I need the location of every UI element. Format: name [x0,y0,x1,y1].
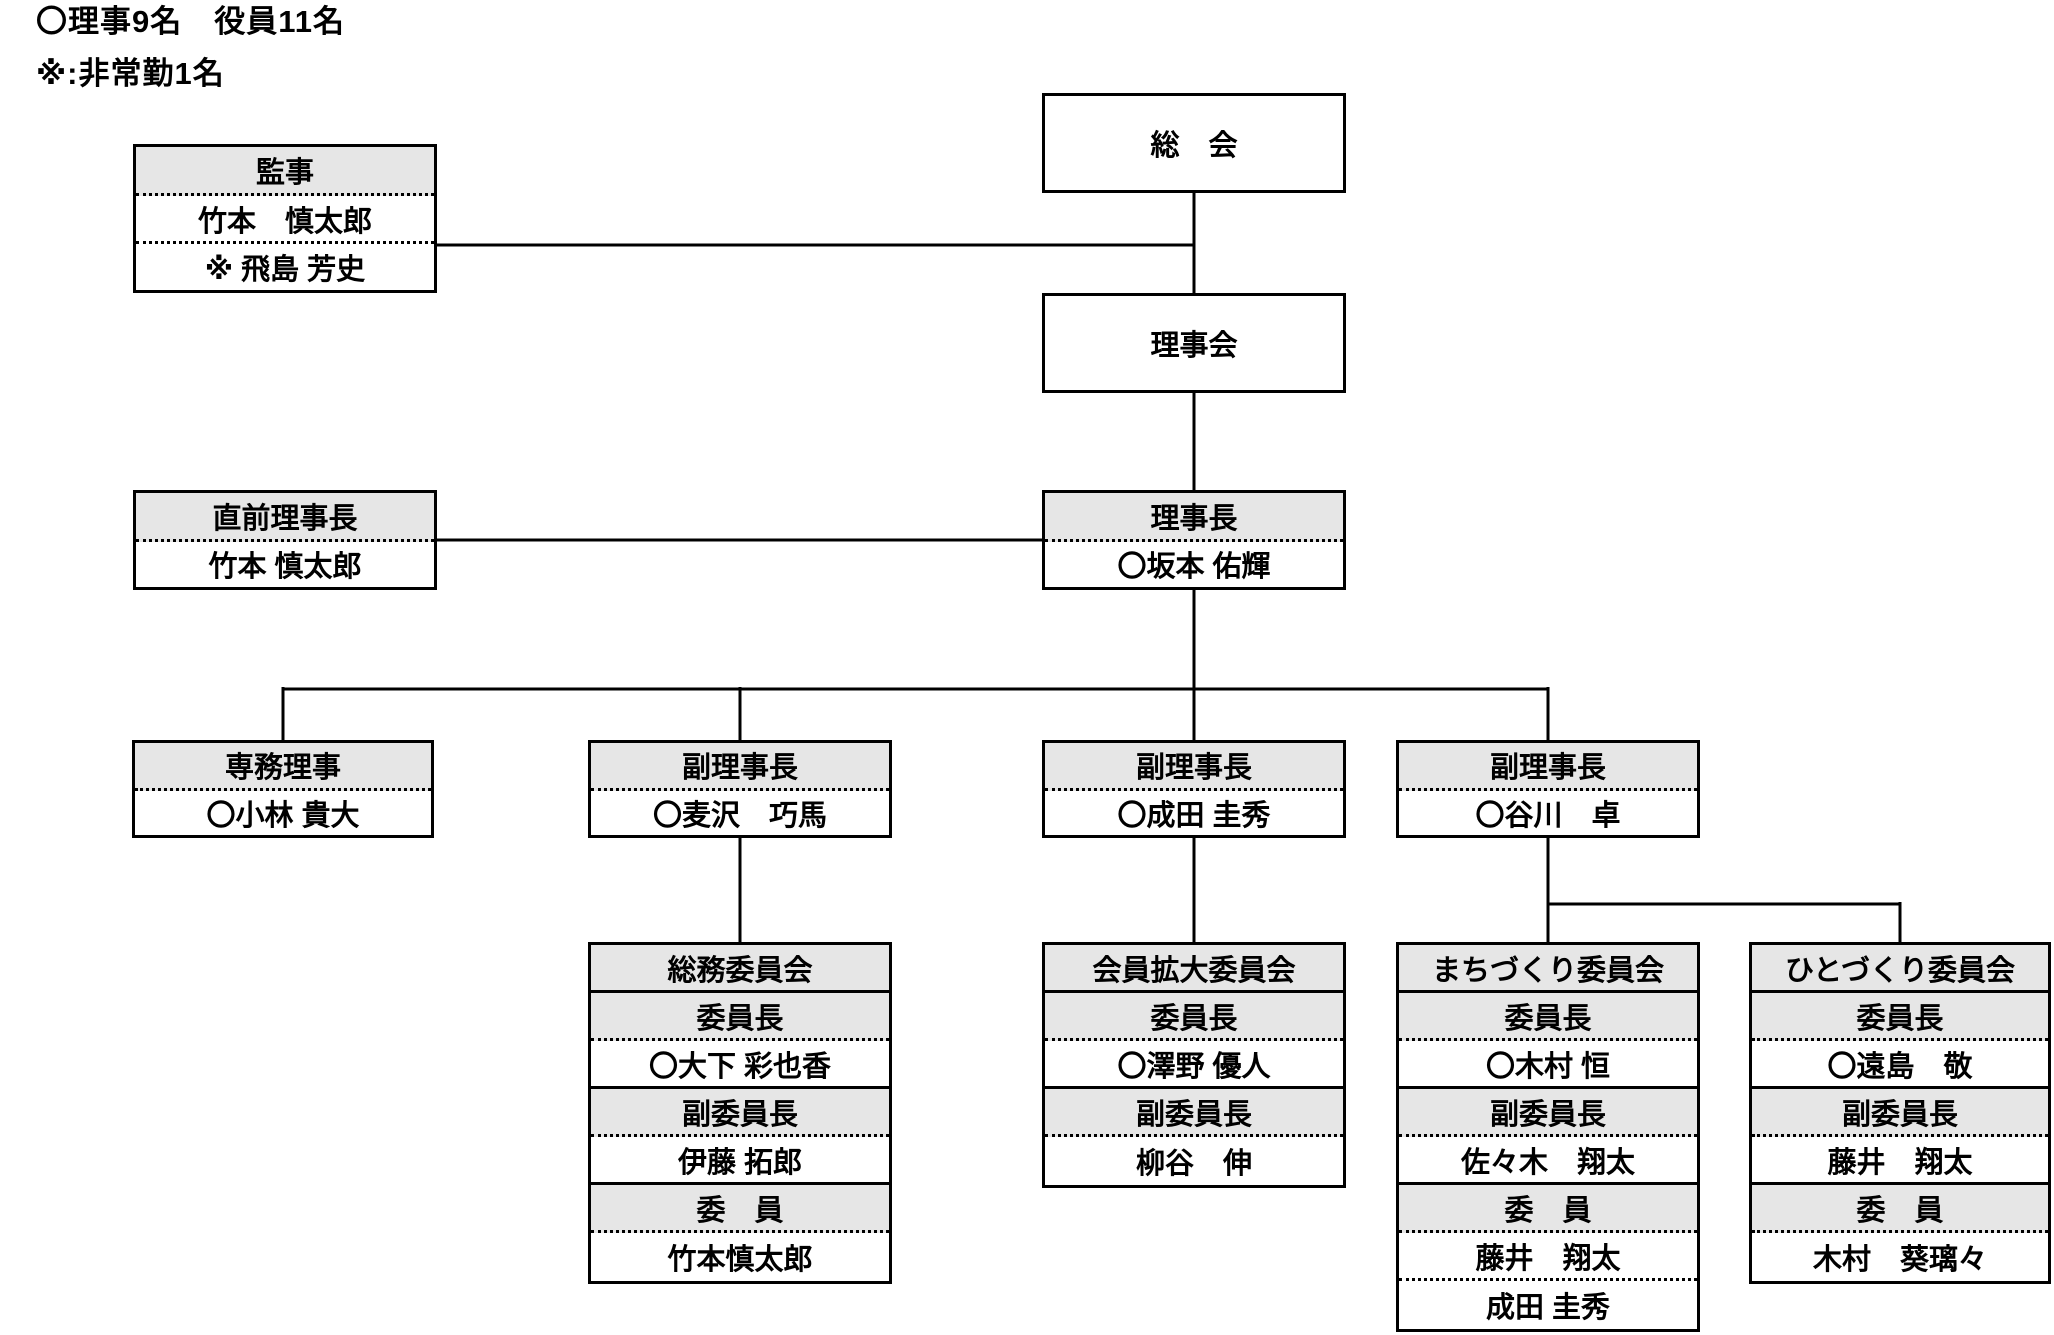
hitozukuri-committee-box: ひとづくり委員会 委員長 〇遠島 敬 副委員長 藤井 翔太 委 員 木村 葵璃々 [1749,942,2051,1284]
general-assembly-title: 総 会 [1045,96,1343,190]
member-label: 委 員 [1752,1185,2048,1233]
chair-label: 委員長 [1045,993,1343,1041]
board-meeting-box: 理事会 [1042,293,1346,393]
vice-chairman-box-3: 副理事長 〇谷川 卓 [1396,740,1700,838]
member-name-1: 藤井 翔太 [1399,1233,1697,1281]
previous-chairman-name: 竹本 慎太郎 [136,541,434,587]
member-label: 委 員 [591,1185,889,1233]
committee-title: 総務委員会 [591,945,889,993]
chair-label: 委員長 [591,993,889,1041]
member-name: 木村 葵璃々 [1752,1233,2048,1281]
vice-chair-label: 副委員長 [591,1089,889,1137]
committee-title: 会員拡大委員会 [1045,945,1343,993]
vice-chair-label: 副委員長 [1045,1089,1343,1137]
chairman-header: 理事長 [1045,493,1343,542]
auditor-member-1: 竹本 慎太郎 [136,195,434,245]
previous-chairman-box: 直前理事長 竹本 慎太郎 [133,490,437,590]
committee-title: ひとづくり委員会 [1752,945,2048,993]
legend: 〇理事9名 役員11名 ※:非常勤1名 [36,6,345,110]
executive-director-name: 〇小林 貴大 [135,790,431,835]
legend-line-2: ※:非常勤1名 [36,56,225,91]
executive-director-header: 専務理事 [135,743,431,791]
auditor-box: 監事 竹本 慎太郎 ※ 飛島 芳史 [133,144,437,293]
vice-chair-label: 副委員長 [1752,1089,2048,1137]
member-name-2: 成田 圭秀 [1399,1281,1697,1329]
vice-chair-name: 佐々木 翔太 [1399,1137,1697,1185]
chair-name: 〇遠島 敬 [1752,1041,2048,1089]
member-label: 委 員 [1399,1185,1697,1233]
vice-chairman-box-2: 副理事長 〇成田 圭秀 [1042,740,1346,838]
chair-name: 〇木村 恒 [1399,1041,1697,1089]
vice-chair-label: 副委員長 [1399,1089,1697,1137]
vice-chairman-1-header: 副理事長 [591,743,889,791]
auditor-member-2: ※ 飛島 芳史 [136,244,434,291]
auditor-header: 監事 [136,147,434,196]
vice-chairman-box-1: 副理事長 〇麦沢 巧馬 [588,740,892,838]
vice-chair-name: 伊藤 拓郎 [591,1137,889,1185]
executive-director-box: 専務理事 〇小林 貴大 [132,740,434,838]
vice-chair-name: 柳谷 伸 [1045,1137,1343,1185]
committee-title: まちづくり委員会 [1399,945,1697,993]
vice-chairman-3-name: 〇谷川 卓 [1399,790,1697,835]
chair-name: 〇澤野 優人 [1045,1041,1343,1089]
machizukuri-committee-box: まちづくり委員会 委員長 〇木村 恒 副委員長 佐々木 翔太 委 員 藤井 翔太… [1396,942,1700,1332]
chair-name: 〇大下 彩也香 [591,1041,889,1089]
board-meeting-title: 理事会 [1045,296,1343,390]
vice-chairman-1-name: 〇麦沢 巧馬 [591,790,889,835]
vice-chairman-3-header: 副理事長 [1399,743,1697,791]
legend-line-1: 〇理事9名 役員11名 [36,4,346,39]
vice-chairman-2-header: 副理事長 [1045,743,1343,791]
vice-chair-name: 藤井 翔太 [1752,1137,2048,1185]
member-name: 竹本慎太郎 [591,1233,889,1281]
previous-chairman-header: 直前理事長 [136,493,434,542]
chairman-box: 理事長 〇坂本 佑輝 [1042,490,1346,590]
vice-chairman-2-name: 〇成田 圭秀 [1045,790,1343,835]
general-assembly-box: 総 会 [1042,93,1346,193]
chair-label: 委員長 [1399,993,1697,1041]
general-affairs-committee-box: 総務委員会 委員長 〇大下 彩也香 副委員長 伊藤 拓郎 委 員 竹本慎太郎 [588,942,892,1284]
chairman-name: 〇坂本 佑輝 [1045,541,1343,587]
chair-label: 委員長 [1752,993,2048,1041]
membership-expansion-committee-box: 会員拡大委員会 委員長 〇澤野 優人 副委員長 柳谷 伸 [1042,942,1346,1188]
